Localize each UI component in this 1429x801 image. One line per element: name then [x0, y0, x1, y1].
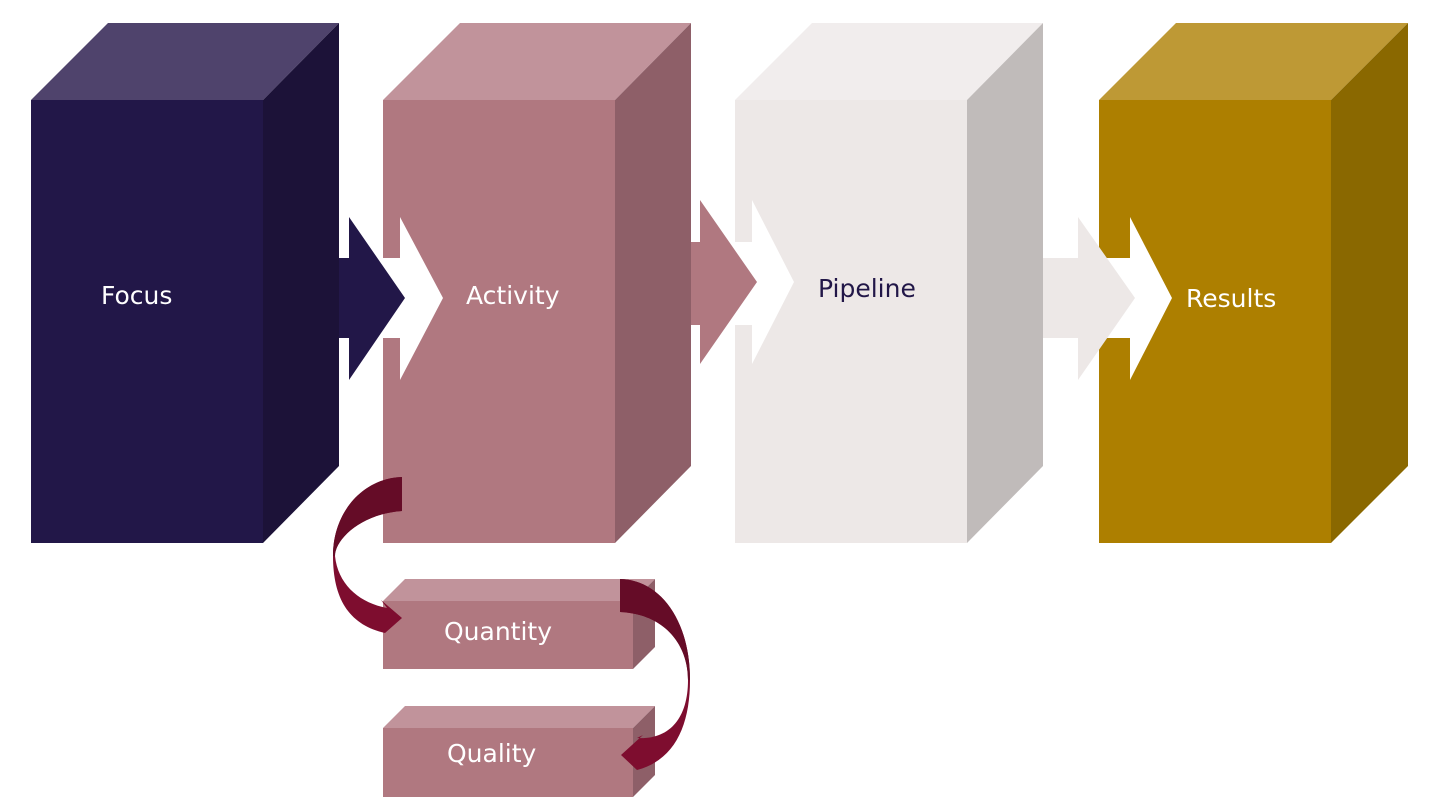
- arrow-pipeline-to-results: [1043, 217, 1172, 380]
- pipeline-label: Pipeline: [818, 274, 916, 303]
- curved-arrow-quantity-to-quality: [620, 579, 690, 770]
- arrow-focus-to-activity: [339, 217, 443, 380]
- results-label: Results: [1186, 284, 1276, 313]
- quantity-box: [383, 579, 655, 669]
- activity-label: Activity: [466, 281, 560, 310]
- quality-label: Quality: [447, 739, 537, 768]
- focus-label: Focus: [101, 281, 172, 310]
- quantity-label: Quantity: [444, 617, 552, 646]
- arrow-activity-to-pipeline: [691, 200, 794, 364]
- curved-arrow-activity-to-quantity: [333, 477, 402, 633]
- focus-box: [31, 23, 339, 543]
- quality-box: [383, 706, 655, 797]
